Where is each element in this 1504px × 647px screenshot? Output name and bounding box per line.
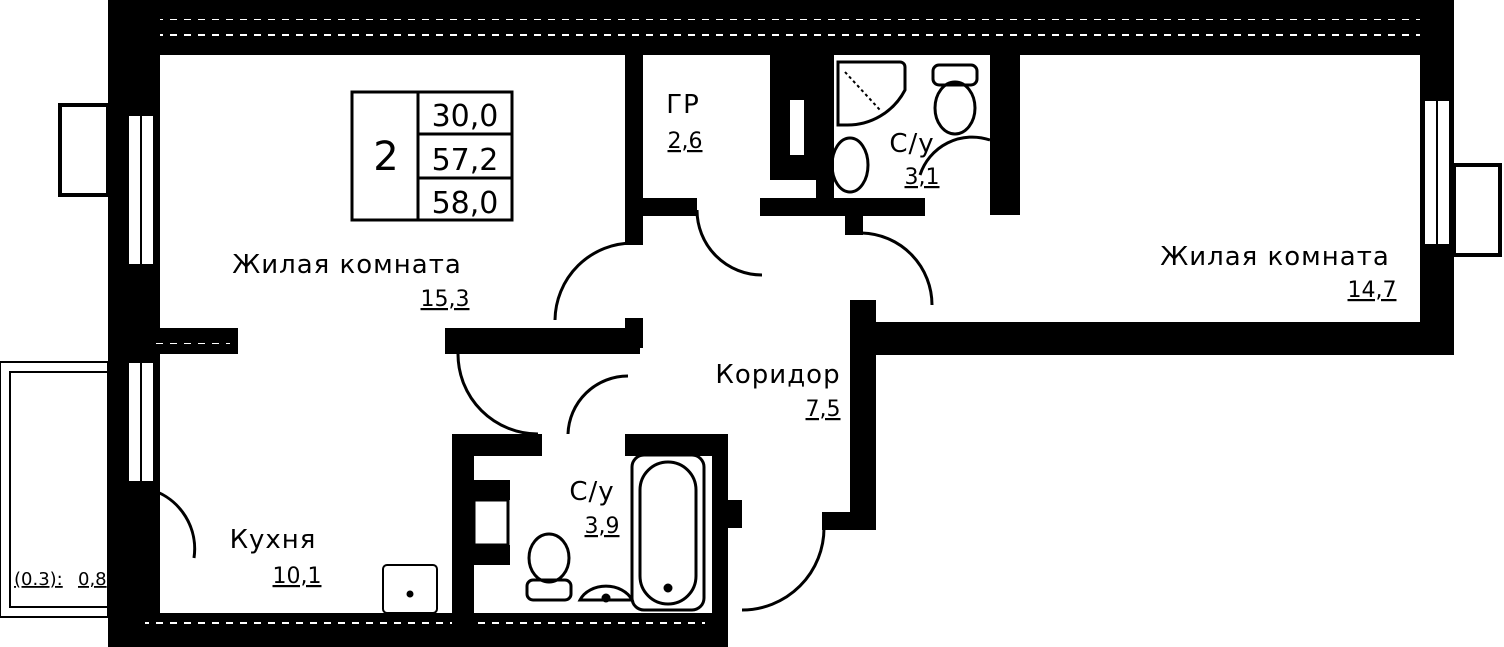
bath-top-name: С/у (889, 129, 934, 159)
corridor-area: 7,5 (806, 397, 841, 422)
balcony (0, 361, 109, 618)
balcony-area: 0,8 (78, 569, 107, 590)
windows (58, 99, 1502, 483)
doors (151, 135, 991, 612)
storage-area: 2,6 (668, 129, 703, 154)
living-left-name: Жилая комната (232, 250, 462, 280)
living-left-area: 15,3 (421, 287, 470, 312)
room-labels: Жилая комната 15,3 ГР 2,6 С/у 3,1 Жилая … (14, 90, 1396, 590)
living-area-total: 30,0 (432, 99, 499, 134)
total-area-with-balcony: 58,0 (432, 186, 499, 221)
kitchen-area: 10,1 (273, 564, 322, 589)
rooms-count: 2 (373, 134, 398, 180)
fixtures (382, 60, 979, 614)
bath-top-area: 3,1 (905, 165, 940, 190)
kitchen-name: Кухня (230, 525, 317, 555)
corridor-name: Коридор (715, 360, 840, 390)
summary-box: 2 30,0 57,2 58,0 (350, 90, 514, 222)
total-area: 57,2 (432, 143, 499, 178)
balcony-coef: (0.3): (14, 569, 63, 590)
living-right-area: 14,7 (1348, 278, 1397, 303)
storage-name: ГР (666, 90, 700, 120)
living-right-name: Жилая комната (1160, 242, 1390, 272)
bath-bottom-name: С/у (569, 477, 614, 507)
interior-walls (108, 55, 1020, 634)
bath-bottom-area: 3,9 (585, 514, 620, 539)
